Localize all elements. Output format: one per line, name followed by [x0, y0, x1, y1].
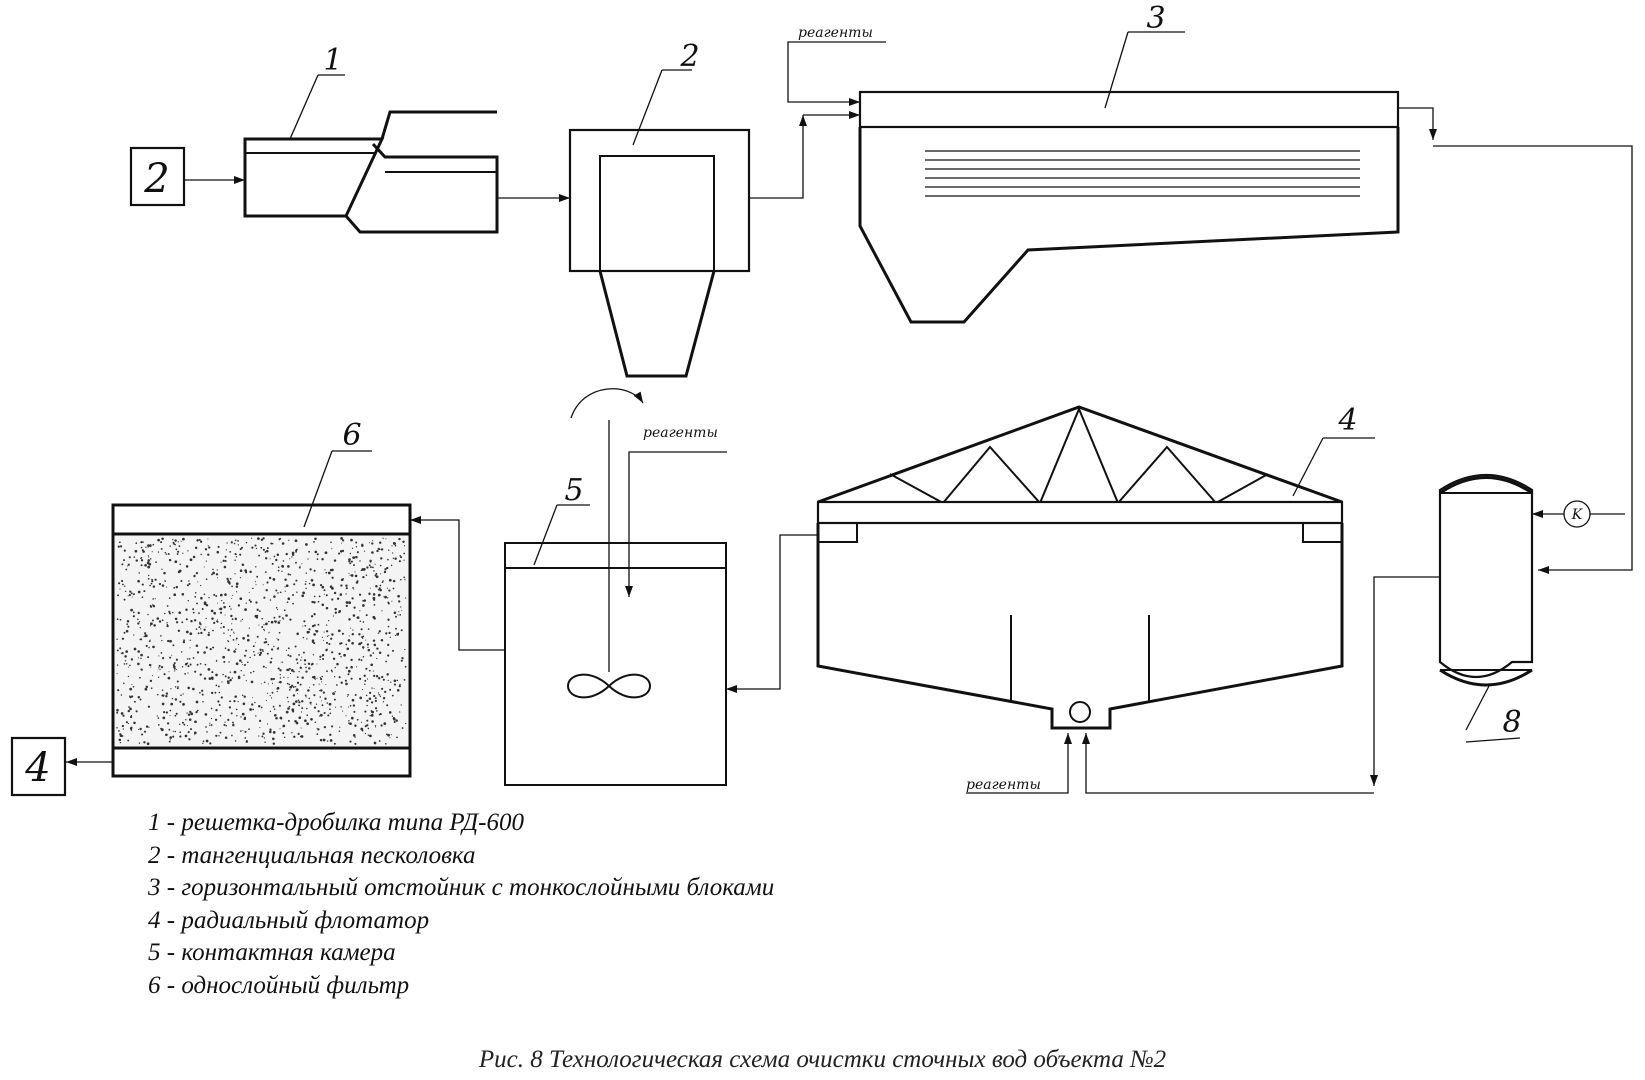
label-8: 8 [1502, 705, 1521, 740]
single-layer-filter: 6 [111, 418, 412, 778]
reagents-label-mid: реагенты [643, 425, 718, 441]
figure-caption: Рис. 8 Технологическая схема очистки сто… [478, 1046, 1167, 1073]
sand-trap: 2 [568, 39, 751, 378]
flow-arrow-8-down [1370, 576, 1440, 786]
flow-arrow-3-8 [1433, 145, 1633, 574]
radial-flotator: 4 [816, 403, 1375, 730]
reagents-label-bottom: реагенты [966, 777, 1041, 793]
reagents-label-top: реагенты [798, 25, 873, 41]
label-1: 1 [323, 43, 342, 78]
legend-item: 4 - радиальный флотатор [148, 906, 430, 934]
contact-chamber: 5 [504, 388, 727, 786]
label-5: 5 [564, 473, 583, 508]
input-box-label: 2 [143, 156, 169, 202]
saturation-tank: 8 [1438, 474, 1534, 743]
flow-arrow-8-4 [1082, 733, 1374, 794]
filter-media-grain [116, 537, 407, 746]
flow-arrow-3-out [1398, 107, 1437, 140]
label-2: 2 [679, 39, 699, 74]
flow-arrow-4-5 [726, 534, 818, 693]
compressor-label: K [1571, 507, 1584, 523]
output-box-label: 4 [24, 745, 50, 791]
legend-item: 6 - однослойный фильтр [148, 971, 410, 999]
legend-item: 3 - горизонтальный отстойник с тонкослой… [148, 874, 775, 901]
reagents-line-bottom [966, 733, 1072, 794]
label-3: 3 [1146, 1, 1165, 36]
reagents-line-top [787, 41, 886, 106]
flow-arrow-5-6 [410, 516, 505, 651]
legend: 1 - решетка-дробилка типа РД-600 2 - тан… [148, 807, 774, 1002]
legend-item: 5 - контактная камера [148, 939, 396, 966]
horizontal-settler: 3 [858, 1, 1400, 324]
label-6: 6 [342, 418, 361, 453]
filter-media [115, 536, 408, 746]
grate-crusher: 1 [243, 43, 499, 234]
label-4: 4 [1337, 403, 1357, 438]
legend-item: 1 - решетка-дробилка типа РД-600 [148, 809, 524, 836]
output-box: 4 [10, 736, 67, 797]
flow-arrow-2-3 [749, 115, 807, 199]
compressor: K [1563, 500, 1625, 528]
legend-item: 2 - тангенциальная песколовка [148, 841, 476, 869]
reagents-line-mid [625, 451, 727, 597]
input-source-box: 2 [129, 146, 186, 207]
